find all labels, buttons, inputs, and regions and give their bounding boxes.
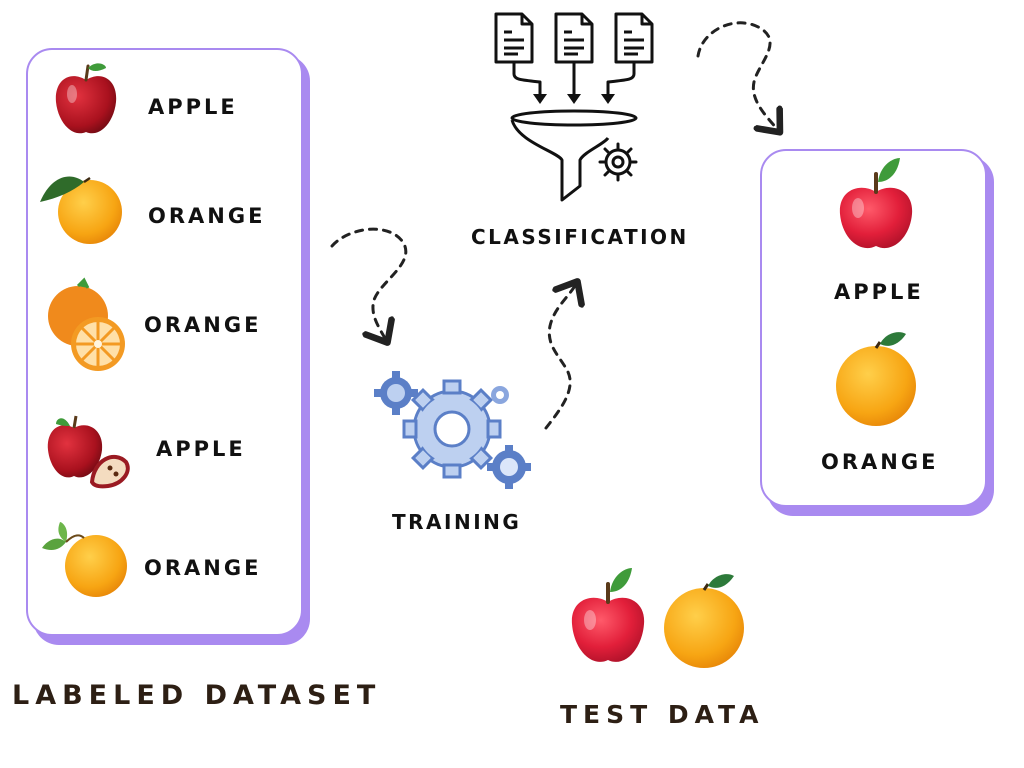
result-label-2: ORANGE: [821, 450, 939, 474]
orange-icon: [40, 176, 122, 244]
funnel-icon: [494, 12, 654, 202]
result-orange-icon: [836, 332, 916, 426]
gears-icon: [374, 371, 531, 489]
gear-large: [402, 379, 502, 479]
dataset-caption: LABELED DATASET: [12, 680, 382, 711]
document-icon: [494, 12, 534, 64]
arrow-dataset-to-training: [330, 227, 408, 340]
result-apple-icon: [839, 158, 913, 249]
arrow-classification-to-results: [696, 21, 778, 130]
test-data-caption: TEST DATA: [560, 700, 765, 729]
apple-icon: [55, 63, 117, 134]
dataset-label-2: ORANGE: [148, 204, 266, 228]
test-apple-icon: [571, 568, 645, 662]
sliced-orange-icon: [48, 277, 125, 371]
gear-small-top: [491, 386, 509, 404]
classification-label: CLASSIFICATION: [471, 225, 689, 249]
sliced-apple-icon: [47, 415, 130, 489]
dataset-label-1: APPLE: [148, 95, 238, 119]
orange-leaf-icon: [42, 522, 127, 597]
training-label: TRAINING: [392, 510, 522, 534]
result-label-1: APPLE: [834, 280, 924, 304]
dataset-label-5: ORANGE: [144, 556, 262, 580]
gear-small-right: [487, 445, 531, 489]
arrow-training-to-classification: [544, 284, 576, 430]
gear-small-left: [374, 371, 418, 415]
dataset-label-3: ORANGE: [144, 313, 262, 337]
dataset-label-4: APPLE: [156, 437, 246, 461]
test-orange-icon: [664, 574, 744, 668]
